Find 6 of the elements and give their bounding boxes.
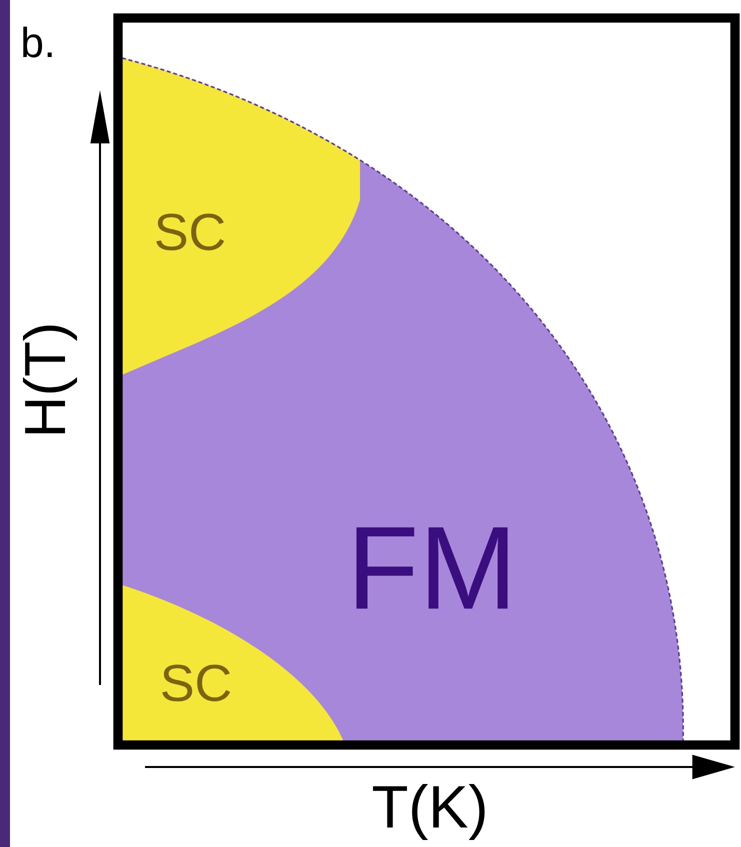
region-label: SC [156, 214, 224, 250]
panel-label: b. [23, 26, 52, 58]
region-label: FM [356, 527, 508, 609]
region-label: SC [162, 664, 230, 702]
axis-label: H(T) [22, 326, 78, 434]
axis-label: T(K) [373, 784, 485, 840]
